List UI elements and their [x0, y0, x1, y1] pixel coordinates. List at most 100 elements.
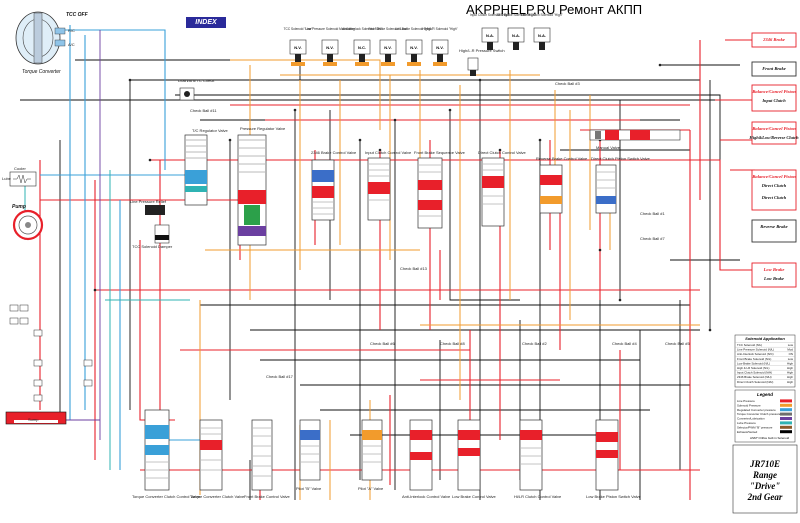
solenoid-table-name: Direct Clutch Solenoid (N/H)	[737, 380, 773, 384]
label-anti-interlock: Anti-Interlock Control Valve	[402, 494, 451, 499]
apply-label: A/C	[68, 42, 75, 47]
ball-label: Check Ball #5	[665, 341, 690, 346]
solenoid-table-value: High	[787, 380, 793, 384]
lube-label: Lube	[2, 176, 12, 181]
pressure-switch-label: High/L.R Pressure Switch	[459, 48, 505, 53]
valve-tcc-piston	[199, 419, 223, 491]
solenoid-table: Solenoid Application TCC Solenoid (N/L)L…	[734, 334, 796, 388]
legend-name: Selector/PWM "B" pressure	[737, 425, 773, 429]
pressure-regulator-label: Pressure Regulator Valve	[240, 126, 286, 131]
release-label: R/C	[68, 28, 75, 33]
clutch-sub: High&Low/Reverse Clutch	[748, 135, 799, 140]
legend-row: Lube Pressure	[737, 421, 792, 425]
legend-row: Selector/PWM "B" pressure	[737, 425, 792, 429]
ball-label: Check Ball #3	[555, 81, 580, 86]
valve-input-clutch	[367, 157, 391, 221]
valve-tcc-control	[144, 409, 170, 491]
solenoid: Input Clutch Solenoid "High"N.A.	[470, 13, 510, 50]
tc-regulator-valve	[184, 134, 208, 206]
accumulator-left	[154, 224, 170, 244]
range-label: Range	[752, 470, 777, 480]
legend-row: Line Pressure	[737, 399, 792, 403]
label-input-clutch-cv: Input Clutch Control Valve	[365, 150, 412, 155]
valve-low-brake-cv	[457, 419, 481, 491]
legend-swatch	[780, 399, 792, 403]
ball-label: Check Ball #6	[370, 341, 395, 346]
manual-valve	[589, 129, 681, 141]
solenoid-name: Low Brake Solenoid "High"	[395, 27, 433, 31]
drain-check-label: Drain/Anti TC Check	[178, 78, 214, 83]
site-title: AKPPHELP.RU Ремонт АКПП	[466, 2, 643, 17]
label-pilot-a: Pilot "A" Valve	[358, 486, 384, 491]
solenoid-state: N.A.	[486, 33, 494, 38]
clutch-sub2: Direct Clutch	[761, 195, 787, 200]
solenoid-table-value: High	[787, 371, 793, 375]
legend-name: Converter/Lubrication	[737, 417, 765, 421]
legend-row: Exhaust/Vented	[737, 430, 792, 434]
right-solenoids: Input Clutch Solenoid "High"N.A.2346 Bra…	[470, 13, 563, 50]
valve-front-brake-control	[251, 419, 273, 491]
clutch-name: Low Brake	[763, 267, 785, 272]
manual-valve-label: Manual Valve	[596, 145, 621, 150]
legend-row: Converter/Lubrication	[737, 417, 792, 421]
label-tcc-piston: Torque Converter Clutch Valve	[190, 494, 245, 499]
legend-note: ASM* Orifice built in Solenoid	[750, 436, 790, 440]
pump	[12, 209, 44, 241]
legend-row: Solenoid Pressure	[737, 403, 792, 407]
valve-hilr-cv	[519, 419, 543, 491]
solenoid-state: N.V.	[384, 45, 391, 50]
solenoid-table-name: Line Pressure Solenoid (N/L)	[737, 348, 774, 352]
label-front-brake-control: Front Brake Control Valve	[244, 494, 290, 499]
solenoid-state: N.A.	[538, 33, 546, 38]
valve-pilot-b	[299, 419, 321, 481]
solenoid-name: High/L.R Solenoid "High"	[422, 27, 457, 31]
index-button[interactable]: INDEX	[186, 17, 226, 28]
legend-swatch	[780, 403, 792, 407]
label-direct-clutch-cv: Direct Clutch Control Valve	[478, 150, 526, 155]
pressure-switch	[467, 57, 479, 76]
clutch-box: Front Brake	[751, 61, 797, 77]
sump-label: Sump	[28, 417, 39, 422]
solenoid-table-value: Mod	[787, 348, 793, 352]
pump-label: Pump	[12, 204, 26, 210]
clutch-name: Front Brake	[762, 66, 786, 71]
legend-swatch	[780, 417, 792, 420]
sump	[5, 411, 67, 425]
label-low-brake-cv: Low Brake Control Valve	[452, 494, 497, 499]
cooler-label: Cooler	[14, 166, 26, 171]
legend-swatch	[780, 408, 792, 412]
line-pressure-relief-label: Line Pressure Relief	[130, 199, 167, 204]
label-reverse-brake-cv: Reverse Brake Control Valve	[536, 156, 588, 161]
pressure-regulator-valve	[237, 134, 267, 246]
clutch-name: Balance/Cancel Piston	[751, 174, 796, 179]
label-direct-clutch-pv: Direct Clutch Piston Switch Valve	[591, 156, 651, 161]
clutch-name: Balance/Cancel Piston	[751, 89, 796, 94]
valve-direct-clutch	[481, 157, 505, 227]
solenoid-state: N.V.	[294, 45, 301, 50]
clutch-box: Reverse Brake	[751, 219, 797, 243]
label-pilot-b: Pilot "B" Valve	[296, 486, 322, 491]
legend-title: Legend	[757, 392, 773, 397]
solenoid-pressure-lines	[199, 59, 700, 500]
solenoid-table-row: TCC Solenoid (N/L)Low	[735, 342, 795, 347]
label-low-brake-sv: Low Brake Piston Switch Valve	[586, 494, 642, 499]
solenoid-name: Front Brake Solenoid "Low"	[369, 27, 408, 31]
solenoid-table-row: Anti-Interlock Solenoid (N/C)ON	[735, 351, 795, 356]
ball-label: Check Ball #4	[612, 341, 637, 346]
legend-swatch	[780, 412, 792, 416]
solenoid-table-row: Low Brake Solenoid (N/L)High	[735, 360, 795, 365]
solenoid: Anti-Interlock Solenoid "ON"N.C.	[342, 27, 382, 66]
solenoid-state: N.A.	[512, 33, 520, 38]
range-mode: "Drive"	[750, 481, 781, 491]
solenoid-table-name: High & LR Solenoid (N/L)	[737, 366, 769, 370]
solenoid-table-row: Front Brake Solenoid (N/L)Low	[735, 356, 795, 361]
solenoid-table-value: Low	[788, 343, 794, 347]
solenoid-table-value: High	[787, 361, 793, 365]
solenoid-table-row: Input Clutch Solenoid (N/H)High	[735, 370, 795, 375]
legend-row: Regulated Converter pressure	[737, 408, 792, 412]
